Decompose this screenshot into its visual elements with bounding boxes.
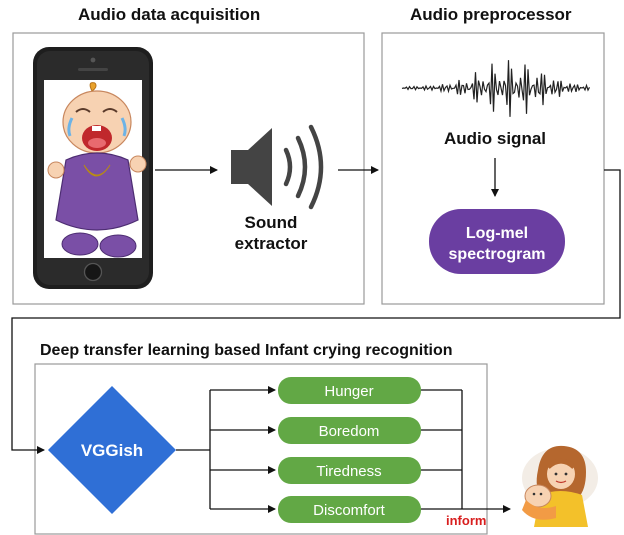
class-label-discomfort: Discomfort (313, 502, 386, 519)
speaker-icon (231, 124, 324, 210)
vggish-node (48, 386, 176, 514)
inform-label: inform (446, 513, 486, 528)
class-label-hunger: Hunger (324, 383, 373, 400)
spectrogram-label-line1: Log-mel (466, 225, 528, 242)
class-node-discomfort (278, 496, 421, 523)
sound-label-line2: extractor (235, 234, 308, 253)
waveform-icon (401, 60, 591, 117)
preprocessor-to-recognition-connector (11, 169, 621, 454)
class-node-hunger (278, 377, 421, 404)
mother-and-baby-illustration (522, 445, 598, 527)
class-label-tiredness: Tiredness (316, 463, 381, 480)
preprocessor-title: Audio preprocessor (410, 5, 572, 24)
recognition-title: Deep transfer learning based Infant cryi… (40, 342, 453, 359)
sound-label-line1: Sound (245, 213, 298, 232)
crying-baby-illustration (47, 82, 147, 258)
class-label-boredom: Boredom (319, 423, 380, 440)
class-node-boredom (278, 417, 421, 444)
audio-signal-label: Audio signal (444, 129, 546, 148)
spectrogram-label-line2: spectrogram (449, 246, 546, 263)
spectrogram-node (429, 209, 565, 274)
class-node-tiredness (278, 457, 421, 484)
vggish-label: VGGish (81, 441, 143, 460)
acquisition-title: Audio data acquisition (78, 5, 261, 24)
